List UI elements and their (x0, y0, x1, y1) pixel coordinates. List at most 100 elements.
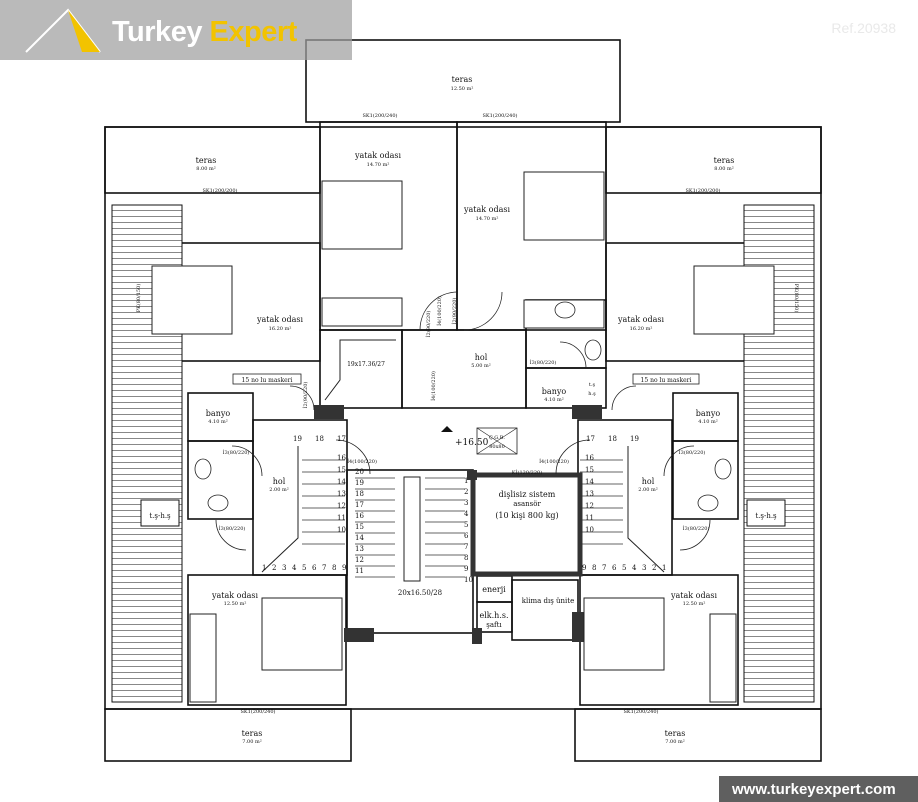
door-swings (215, 291, 711, 551)
stair-step-number: 16 (585, 454, 594, 462)
door-mid-5: İ4(100/220) (430, 371, 437, 401)
stair-step-number: 18 (315, 435, 324, 443)
stair-step-number: 2 (464, 488, 468, 496)
area-banyo-r: 4.10 m² (698, 419, 717, 425)
furniture (151, 171, 775, 703)
door-mid-3: İ2(90/220) (451, 298, 458, 325)
stair-step-number: 16 (337, 454, 346, 462)
stair-step-number: 13 (585, 490, 594, 498)
window-sk-top-l: SK1(200/240) (362, 112, 397, 119)
room-hol-right-outline (672, 440, 739, 520)
door-mid-7: İ4(100/220) (539, 458, 569, 465)
stair-step-number: 3 (282, 564, 286, 572)
stair-step-number: 1 (662, 564, 666, 572)
stair-step-number: 12 (337, 502, 346, 510)
stair-step-number: 16 (355, 512, 364, 520)
door-mid-4: İ2(90/220) (302, 382, 309, 409)
label-banyo-l: banyo (206, 409, 231, 418)
stair-step-number: 19 (293, 435, 302, 443)
room-top-right-outline (456, 121, 607, 331)
door-bath-l2: İ3(80/220) (219, 525, 246, 532)
stair-step-number: 9 (342, 564, 346, 572)
window-sk-tl: SK1(200/200) (202, 187, 237, 194)
stair-step-number: 18 (608, 435, 617, 443)
window-sk-tr: SK1(200/200) (685, 187, 720, 194)
label-asansor-2: asansör (513, 500, 541, 508)
label-banyo-r: banyo (696, 409, 721, 418)
door-mid-6: İ4(100/220) (347, 458, 377, 465)
label-enerji: enerji (482, 585, 506, 594)
stair-left-outline (252, 419, 348, 576)
door-bath-r2: İ3(80/220) (683, 525, 710, 532)
label-teras-bl: teras (242, 729, 263, 738)
label-yatak-mr: yatak odası (617, 315, 664, 324)
stair-step-number: 9 (582, 564, 586, 572)
area-teras-br: 7.00 m² (665, 739, 684, 745)
stair-step-number: 5 (302, 564, 306, 572)
stair-step-number: 9 (464, 565, 468, 573)
label-hol-r: hol (642, 477, 655, 486)
label-maskeli-r: 15 no lu maskeri (641, 377, 692, 384)
label-teras-br: teras (665, 729, 686, 738)
label-sig-2: 80x80 (489, 444, 505, 450)
door-bath-r: İ3(80/220) (679, 449, 706, 456)
door-mid-1: İ2(90/220) (425, 311, 432, 338)
window-pk-l: PK(80/150) (135, 284, 142, 313)
label-yatak-top-l: yatak odası (354, 151, 401, 160)
label-yatak-br: yatak odası (670, 591, 717, 600)
area-teras-tl: 8.00 m² (196, 166, 215, 172)
door-bath-l: İ3(80/220) (223, 449, 250, 456)
door-lift: Kİ(120/220) (512, 469, 542, 476)
area-yatak-ml: 16.20 m² (269, 326, 292, 332)
stair-step-number: 7 (322, 564, 326, 572)
stair-step-number: 1 (464, 477, 468, 485)
label-elk-2: şaftı (486, 621, 502, 629)
window-pk-r: PK(80/150) (793, 284, 800, 313)
hol-center-outline (401, 329, 527, 409)
label-hol-l: hol (273, 477, 286, 486)
label-yatak-top-r: yatak odası (463, 205, 510, 214)
label-ts-small-2: h.ş (588, 391, 596, 397)
area-teras-top: 12.50 m² (451, 86, 474, 92)
area-teras-bl: 7.00 m² (242, 739, 261, 745)
stair-step-number: 13 (337, 490, 346, 498)
terrace-bl-outline (104, 708, 352, 762)
stair-step-number: 14 (585, 478, 594, 486)
stair-step-number: 6 (612, 564, 617, 572)
elevator-shaft (470, 472, 583, 577)
label-hol-center: hol (475, 353, 488, 362)
stair-step-number: 5 (622, 564, 626, 572)
label-teras-tr: teras (714, 156, 735, 165)
label-elk: elk.h.s. (479, 611, 508, 620)
stair-step-number: 4 (464, 510, 469, 518)
fixtures (194, 301, 732, 512)
stair-step-number: 8 (592, 564, 596, 572)
label-teras-tl: teras (196, 156, 217, 165)
area-yatak-br: 12.50 m² (683, 601, 706, 607)
label-asansor: dişlisiz sistem (499, 490, 556, 499)
label-stair-small: 19x17.36/27 (347, 361, 385, 368)
label-maskeli-l: 15 no lu maskeri (242, 377, 293, 384)
stair-step-number: 14 (355, 534, 364, 542)
area-yatak-top-l: 14.70 m² (367, 162, 390, 168)
stair-step-number: 4 (632, 564, 637, 572)
stair-step-number: 14 (337, 478, 346, 486)
klima-area (511, 579, 579, 641)
stair-step-number: 10 (585, 526, 594, 534)
stair-step-number: 15 (585, 466, 594, 474)
label-sig: Ç.G.B. (489, 435, 505, 441)
area-yatak-mr: 16.20 m² (630, 326, 653, 332)
stair-step-number: 7 (464, 543, 468, 551)
stair-step-number: 10 (464, 576, 473, 584)
stair-step-number: 15 (355, 523, 364, 531)
label-teras-top: teras (452, 75, 473, 84)
building-outline (104, 126, 822, 710)
website-url[interactable]: www.turkeyexpert.com (732, 781, 896, 798)
terrace-br-outline (574, 708, 822, 762)
logo-overlay (0, 0, 352, 60)
brand-logo[interactable]: Turkey Expert (112, 16, 297, 49)
stair-step-number: 17 (337, 435, 346, 443)
